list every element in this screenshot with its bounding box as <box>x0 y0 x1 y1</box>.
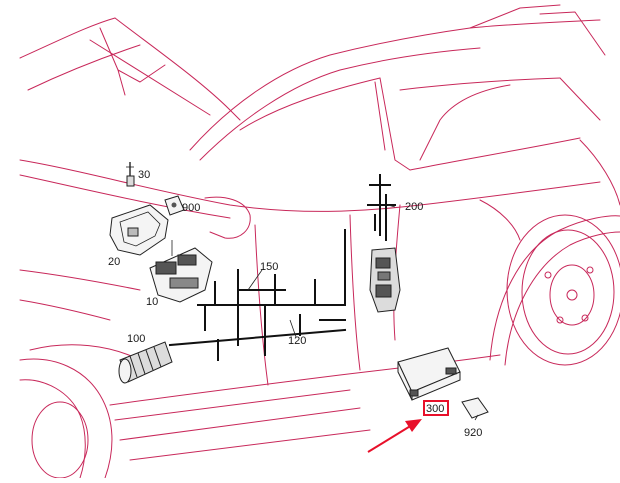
bolt-part-30 <box>126 162 135 187</box>
control-unit-part-10 <box>149 240 213 303</box>
wiring-harness <box>168 229 347 361</box>
door-harness <box>367 174 396 241</box>
label-920: 920 <box>464 427 482 439</box>
label-100: 100 <box>127 333 145 345</box>
highlight-box <box>423 400 449 416</box>
label-20: 20 <box>108 256 120 268</box>
label-300: 300 <box>426 403 444 415</box>
red-arrow-icon <box>367 419 422 453</box>
label-150: 150 <box>260 261 278 273</box>
door-lock-module <box>369 247 401 313</box>
bracket-part-20 <box>109 204 169 256</box>
label-120: 120 <box>288 335 306 347</box>
leader-lines <box>247 204 479 421</box>
label-30: 30 <box>138 169 150 181</box>
label-200: 200 <box>405 201 423 213</box>
car-body-outline <box>19 4 620 479</box>
label-900: 900 <box>182 202 200 214</box>
connector-part-900 <box>164 195 185 216</box>
grommet-part-100 <box>118 341 173 384</box>
connector-part-920 <box>461 397 489 419</box>
control-module-part-300 <box>397 347 461 401</box>
label-10: 10 <box>146 296 158 308</box>
